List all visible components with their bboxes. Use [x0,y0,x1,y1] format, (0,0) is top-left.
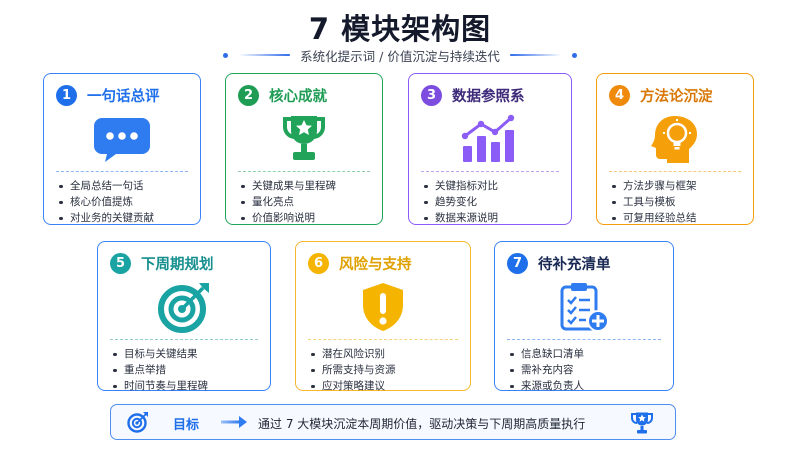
list-item: 对业务的关键贡献 [59,212,154,224]
module-title: 一句话总评 [87,88,160,105]
module-number: 1 [56,84,77,106]
list-item: 全局总结一句话 [59,178,154,194]
chat-bubble-icon [94,118,150,162]
divider [421,171,559,172]
divider [609,171,741,172]
goal-text: 通过 7 大模块沉淀本周期价值，驱动决策与下周期高质量执行 [258,417,586,431]
list-item: 关键成果与里程碑 [241,180,336,192]
module-card-2: 2 核心成就 关键成果与里程碑 量化亮点 价值影响说明 [225,73,383,225]
divider [238,171,370,172]
module-card-1: 1 一句话总评 全局总结一句话 核心价值提炼 对业务的关键贡献 [43,73,201,225]
page-subtitle: 系统化提示词 / 价值沉淀与持续迭代 [300,48,500,64]
list-item: 信息缺口清单 [510,348,584,360]
list-item: 数据来源说明 [424,212,498,224]
module-card-3: 3 数据参照系 关键指标对比 趋势变化 数据来源说明 [408,73,572,225]
goal-label: 目标 [173,418,200,433]
decor-line [509,54,562,56]
decor-line [238,54,291,56]
module-number: 4 [609,84,630,106]
list-item: 关键指标对比 [424,180,498,192]
list-item: 时间节奏与里程碑 [113,380,208,392]
list-item: 核心价值提炼 [59,194,154,210]
divider [308,339,458,340]
divider [507,339,661,340]
module-title: 待补充清单 [538,256,611,273]
bar-chart-trend-icon [461,114,515,162]
module-title: 核心成就 [269,88,327,105]
module-number: 7 [507,252,528,274]
trophy-icon [631,412,653,434]
divider [110,339,258,340]
trophy-icon [283,116,325,160]
list-item: 量化亮点 [241,194,336,210]
list-item: 趋势变化 [424,194,498,210]
list-item: 所需支持与资源 [311,364,396,376]
divider [56,171,188,172]
list-item: 重点举措 [113,362,208,378]
goal-bar: 目标 通过 7 大模块沉淀本周期价值，驱动决策与下周期高质量执行 [110,404,676,440]
module-card-4: 4 方法论沉淀 方法步骤与框架 工具与模板 可复用经验总结 [596,73,754,225]
module-number: 3 [421,84,442,106]
module-title: 数据参照系 [452,88,525,105]
list-item: 方法步骤与框架 [612,180,697,192]
module-title: 下周期规划 [141,256,214,273]
module-number: 2 [238,84,259,106]
decor-dot [223,52,229,58]
list-item: 价值影响说明 [241,210,336,226]
clipboard-checklist-icon [560,283,609,332]
arrow-right-icon [221,416,247,428]
module-card-6: 6 风险与支持 潜在风险识别 所需支持与资源 应对策略建议 [295,241,471,394]
page-title: 7 模块架构图 [308,12,492,46]
list-item: 工具与模板 [612,194,697,210]
shield-warning-icon [363,283,403,331]
subtitle-row: 系统化提示词 / 价值沉淀与持续迭代 [0,46,800,64]
module-title: 风险与支持 [339,256,412,273]
module-title: 方法论沉淀 [640,88,713,105]
target-icon [127,412,148,433]
module-card-5: 5 下周期规划 目标与关键结果 重点举措 时间节奏与里程碑 [97,241,271,392]
list-item: 需补充内容 [510,362,584,378]
decor-dot [571,52,577,58]
list-item: 来源或负责人 [510,380,584,392]
module-card-7: 7 待补充清单 信息缺口清单 需补充内容 来源或负责人 [494,241,674,392]
list-item: 应对策略建议 [311,378,396,394]
module-number: 6 [308,252,329,274]
list-item: 目标与关键结果 [113,346,208,362]
list-item: 潜在风险识别 [311,346,396,362]
list-item: 可复用经验总结 [612,212,697,224]
head-lightbulb-icon [651,116,697,163]
target-icon [158,283,209,333]
module-number: 5 [110,252,131,274]
